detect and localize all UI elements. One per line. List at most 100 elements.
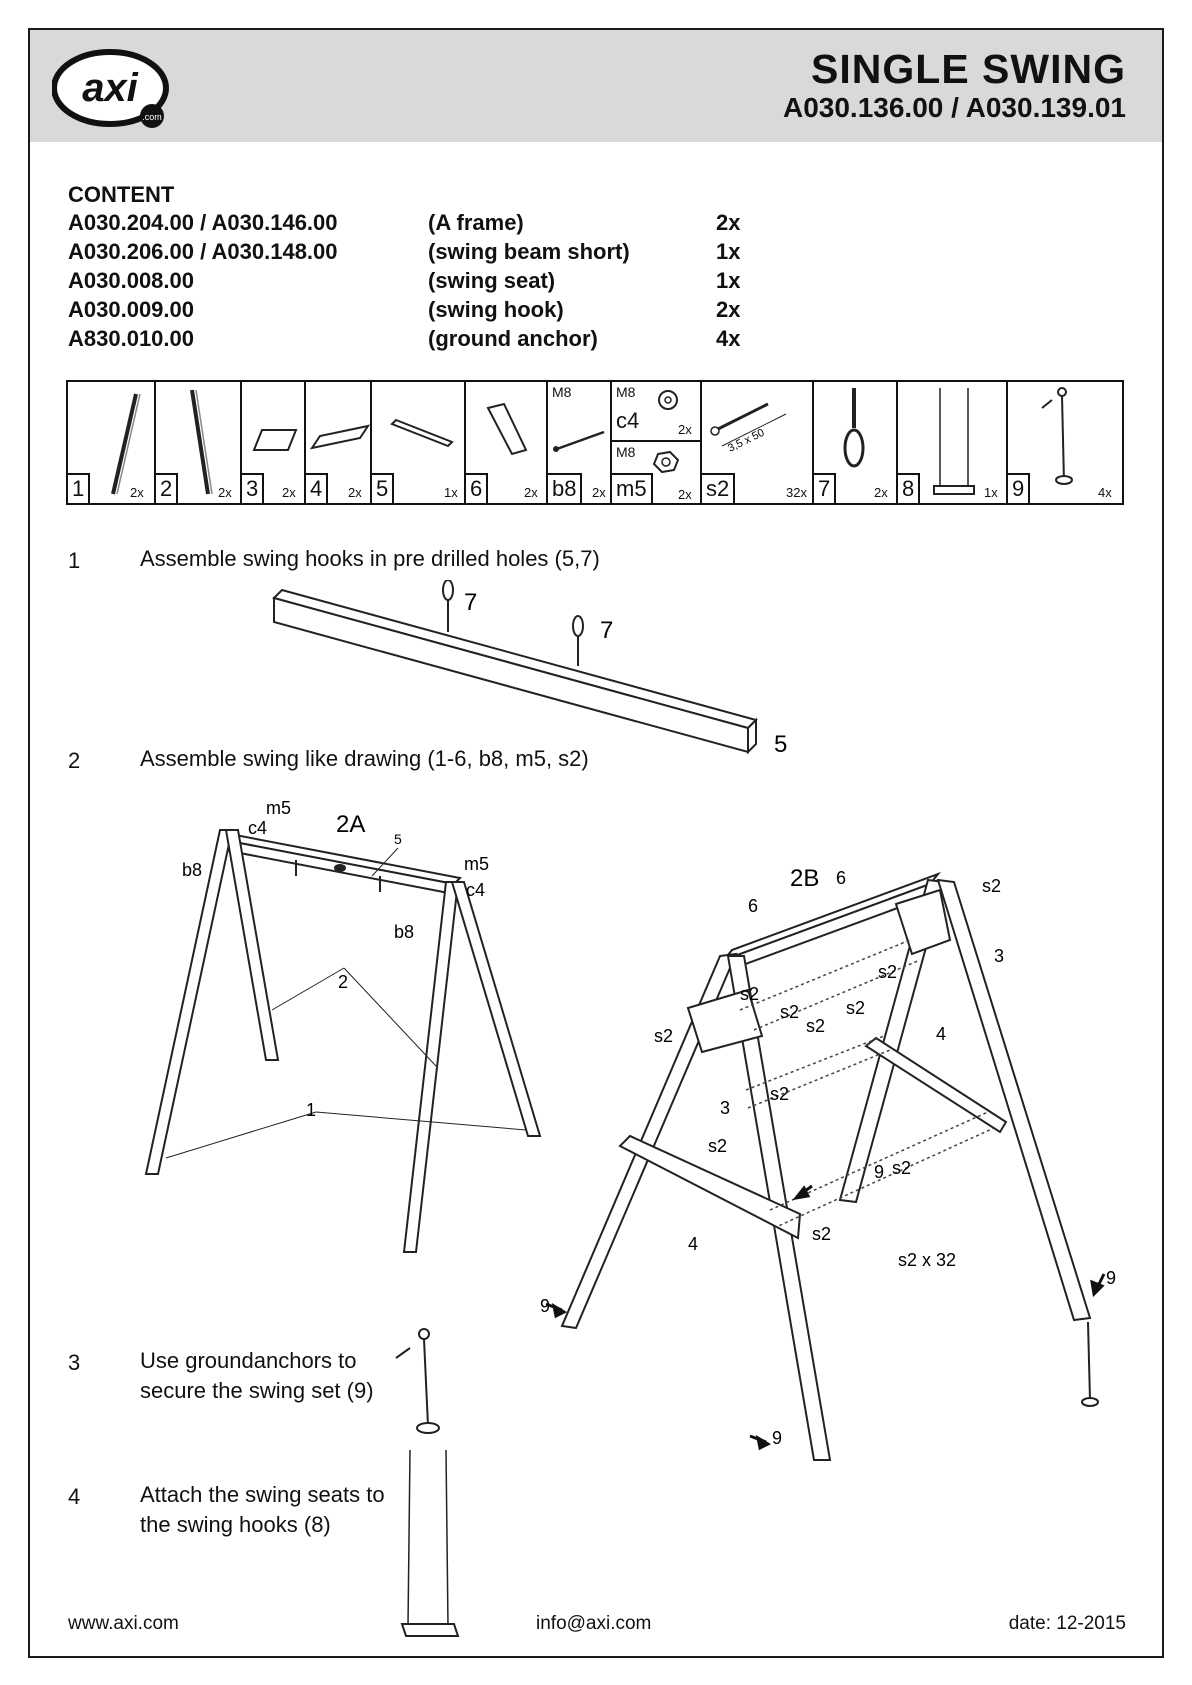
content-desc: (ground anchor)	[428, 326, 598, 351]
content-row: A030.008.00 (swing seat) 1x	[68, 268, 768, 297]
callout-m5: m5	[464, 854, 489, 874]
part-qty: 2x	[348, 485, 362, 500]
parts-table: 1 2x 2 2x 3 2x 4 2x 5 1x 6 2x M8 b8 2x M…	[66, 380, 1124, 505]
step-number: 3	[68, 1350, 81, 1375]
logo-text: axi	[82, 66, 138, 110]
part-size: M8	[616, 384, 636, 400]
fig-2b-label: 2B	[790, 865, 819, 892]
bolt-drawing	[553, 430, 605, 452]
content-list: A030.204.00 / A030.146.00 (A frame) 2x A…	[68, 210, 768, 355]
callout-b8: b8	[394, 922, 414, 942]
part-number: 4	[304, 473, 329, 505]
callout-c4: c4	[466, 880, 485, 900]
content-code: A830.010.00	[68, 326, 194, 351]
callout-s2: s2	[806, 1016, 825, 1036]
page-frame	[28, 28, 1164, 1658]
content-qty: 2x	[716, 297, 741, 322]
callout-s2: s2	[654, 1026, 673, 1046]
part-5-drawing	[390, 418, 454, 448]
callout-c4: c4	[248, 818, 267, 838]
callout-6: 6	[836, 868, 846, 888]
part-number: m5	[610, 473, 653, 505]
step-text: Use groundanchors to secure the swing se…	[140, 1348, 374, 1403]
part-qty: 2x	[678, 422, 692, 437]
callout-1: 1	[306, 1100, 316, 1120]
part-qty: 2x	[592, 485, 606, 500]
callout-s2: s2	[878, 962, 897, 982]
hook-label: 7	[464, 589, 477, 616]
screw-dimension: 3,5 x 50	[726, 427, 766, 455]
callout-s2: s2	[770, 1084, 789, 1104]
swing-seat-illustration	[400, 1449, 460, 1637]
part-cell-9	[1006, 380, 1124, 505]
part-4-drawing	[309, 424, 371, 450]
footer-email[interactable]: info@axi.com	[536, 1613, 652, 1634]
part-qty: 4x	[1098, 485, 1112, 500]
part-6-drawing	[486, 402, 528, 456]
content-qty: 1x	[716, 268, 741, 293]
content-qty: 2x	[716, 210, 741, 235]
part-qty: 2x	[874, 485, 888, 500]
content-qty: 1x	[716, 239, 741, 264]
part-number: 7	[812, 473, 837, 505]
callout-s2: s2	[708, 1136, 727, 1156]
content-desc: (swing beam short)	[428, 239, 630, 264]
part-3-drawing	[252, 429, 298, 451]
callout-s2: s2	[740, 984, 759, 1004]
part-qty: 2x	[524, 485, 538, 500]
part-number: 5	[370, 473, 395, 505]
ground-anchor-drawing	[1041, 387, 1073, 485]
footer-website[interactable]: www.axi.com	[68, 1613, 179, 1634]
content-code: A030.206.00 / A030.148.00	[68, 239, 338, 264]
page-title: SINGLE SWING	[811, 46, 1126, 92]
part-number: c4	[616, 408, 640, 433]
header-band	[30, 30, 1162, 142]
content-qty: 4x	[716, 326, 741, 351]
step-text: Attach the swing seats to the swing hook…	[140, 1482, 385, 1537]
part-size: M8	[616, 444, 636, 460]
callout-s2-total: s2 x 32	[898, 1250, 956, 1270]
swing-seat-drawing	[933, 388, 975, 495]
callout-2: 2	[338, 972, 348, 992]
callout-s2: s2	[780, 1002, 799, 1022]
step1-beam-diagram: 7 7 5	[272, 580, 787, 758]
part-number: 8	[896, 473, 921, 505]
content-code: A030.008.00	[68, 268, 194, 293]
content-row: A830.010.00 (ground anchor) 4x	[68, 326, 768, 355]
swing-hook-drawing	[843, 388, 865, 468]
footer-date: date: 12-2015	[1008, 1613, 1126, 1634]
logo-small-text: .com	[142, 112, 162, 122]
callout-s2: s2	[982, 876, 1001, 896]
callout-b8: b8	[182, 860, 202, 880]
part-number: b8	[546, 473, 583, 505]
fig-2a-label: 2A	[336, 811, 365, 838]
part-qty: 32x	[786, 485, 807, 500]
callout-9: 9	[772, 1428, 782, 1448]
step-number: 2	[68, 748, 81, 773]
nut-icon	[652, 450, 680, 474]
callout-m5: m5	[266, 800, 291, 818]
content-row: A030.204.00 / A030.146.00 (A frame) 2x	[68, 210, 768, 239]
axi-logo: axi .com	[52, 49, 169, 128]
step-number: 1	[68, 548, 81, 573]
callout-4: 4	[936, 1024, 946, 1044]
hook-label: 7	[600, 617, 613, 644]
part-qty: 1x	[444, 485, 458, 500]
callout-s2: s2	[892, 1158, 911, 1178]
callout-4: 4	[688, 1234, 698, 1254]
part-1-drawing	[111, 393, 141, 495]
part-2-drawing	[190, 389, 213, 495]
callout-3: 3	[994, 946, 1004, 966]
part-qty: 2x	[130, 485, 144, 500]
part-cell-c4: M8 c4 2x	[610, 380, 702, 442]
part-number: 9	[1006, 473, 1031, 505]
part-qty: 2x	[218, 485, 232, 500]
content-row: A030.009.00 (swing hook) 2x	[68, 297, 768, 326]
part-qty: 2x	[678, 487, 692, 502]
content-desc: (A frame)	[428, 210, 524, 235]
part-number: 2	[154, 473, 179, 505]
step-number: 4	[68, 1484, 81, 1509]
diagram-2a: 2A 5 m5 c4 b8 m5 c4 b8 2 1	[144, 800, 542, 1253]
washer-icon	[658, 390, 678, 410]
part-number: 3	[240, 473, 265, 505]
